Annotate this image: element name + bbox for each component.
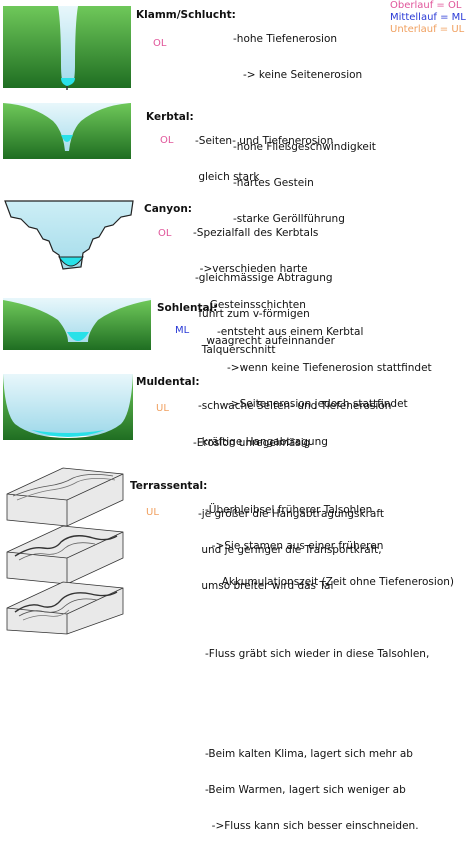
line: -je größer die Hangabtragungskraft [198,508,384,520]
line: Gesteinsschichten [193,299,306,311]
line: -Spezialfall des Kerbtals [193,227,319,239]
line: -hartes Gestein [233,177,314,189]
muldental-diagram [3,374,133,440]
line [205,684,454,696]
valley-title: Canyon: [144,203,192,215]
level-label: OL [158,228,172,239]
line [205,612,454,624]
level-label: OL [153,38,167,49]
line: -Beim Warmen, lagert sich weniger ab [205,784,406,796]
valley-description: -schwache Seiten- und Tiefenerosion -krä… [198,376,391,604]
terrace-block-2 [6,525,124,585]
valley-description: -entsteht aus einem Kerbtal ->wenn keine… [217,302,432,422]
klamm-diagram [3,6,131,90]
valley-description: -Spezialfall des Kerbtals ->verschieden … [193,203,335,461]
legend: Oberlauf = OL Mittellauf = ML Unterlauf … [390,0,466,36]
sohlental-diagram [3,298,151,350]
level-label: ML [175,325,190,336]
valley-title: Muldental: [136,376,200,388]
line: gleich stark [195,171,260,183]
line: -kräftige Hangabtragung [198,436,328,448]
line: waagrecht aufeinnander [193,335,335,347]
valley-title: Klamm/Schlucht: [136,9,236,21]
line: führt zum v-förmigen [195,308,310,320]
line: -Fluss gräbt sich wieder in diese Talsoh… [205,648,430,660]
line: ->Seitenerosion jedoch stattfindet [217,398,408,410]
kerbtal-diagram [3,103,131,159]
line: -starke Geröllführung [233,213,345,225]
line: -> keine Seitenerosion [233,69,363,81]
line: -Überbleibsel früherer Talsohlen [205,504,373,516]
legend-unterlauf: Unterlauf = UL [390,24,465,35]
line: -Seiten- und Tiefenerosion [195,135,334,147]
line: ->Sie stamen aus einer früheren [205,540,384,552]
line: ->wenn keine Tiefenerosion stattfindet [217,362,432,374]
valley-title: Sohlental: [157,302,218,314]
line: -entsteht aus einem Kerbtal [217,326,364,338]
line: -hohe Fließgeschwindigkeit [233,141,376,153]
line: und je geringer die Transportkraft, [198,544,382,556]
line: -Erosion unregelmäsig [193,437,311,449]
valley-description: -Überbleibsel früherer Talsohlen ->Sie s… [205,480,454,844]
line: umso breiter wird das Tal [198,580,334,592]
line: -Beim kalten Klima, lagert sich mehr ab [205,748,413,760]
valley-description: -Seiten- und Tiefenerosion gleich stark … [195,111,333,368]
line: -hohe Tiefenerosion [233,33,338,45]
canyon-diagram [4,200,134,270]
legend-mittellauf: Mittellauf = ML [390,12,466,23]
valley-description: -hohe Tiefenerosion -> keine Seitenerosi… [233,9,376,237]
level-label: UL [156,403,169,414]
terrace-block-1 [6,467,124,527]
line: Talquerschnitt [195,344,276,356]
line: ->verschieden harte [193,263,308,275]
line: Akkumulationszeit (Zeit ohne Tiefenerosi… [205,576,454,588]
line [205,720,454,724]
legend-oberlauf: Oberlauf = OL [390,0,462,11]
line: ->Fluss kann sich besser einschneiden. [205,820,419,832]
line: -schwache Seiten- und Tiefenerosion [198,400,392,412]
level-label: UL [146,507,159,518]
valley-title: Terrassental: [130,480,208,492]
level-label: OL [160,135,174,146]
valley-title: Kerbtal: [146,111,194,123]
line: -gleichmässige Abtragung [195,272,333,284]
terrassental-diagrams [6,467,124,635]
terrace-block-3 [6,581,124,635]
